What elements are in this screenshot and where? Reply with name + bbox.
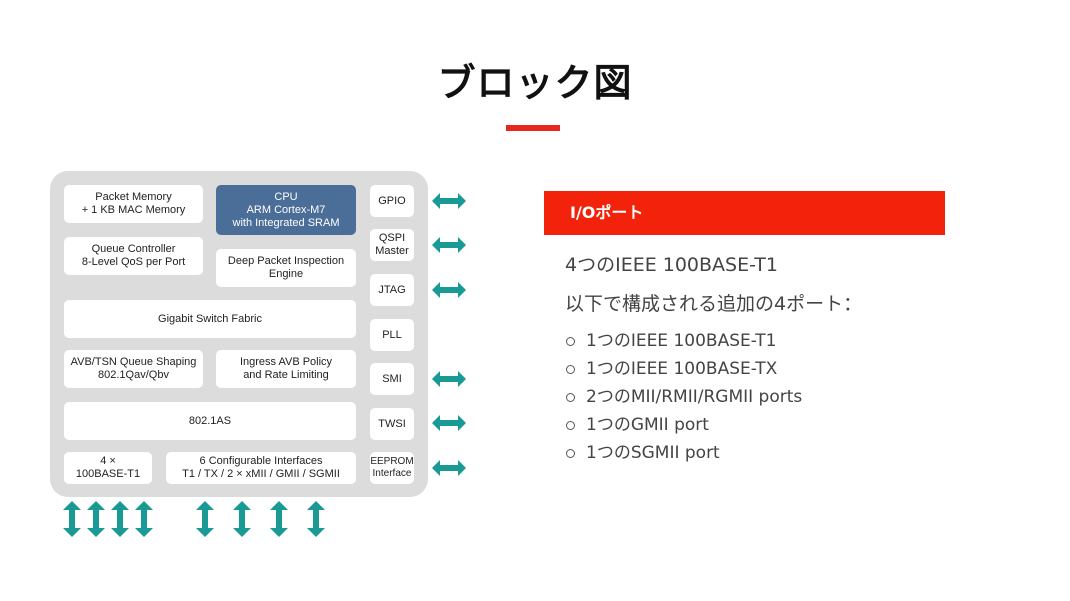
cpu-core: ARM Cortex-M7 xyxy=(246,203,326,216)
port-arrow-icon xyxy=(87,501,105,537)
qspi-label: QSPI xyxy=(378,232,406,244)
gpio-block: GPIO xyxy=(370,185,414,217)
list-item-text: 1つのIEEE 100BASE-TX xyxy=(586,359,778,379)
base-t1-label: 100BASE-T1 xyxy=(75,468,141,480)
port-arrow-icon xyxy=(307,501,325,537)
switch-fabric-block: Gigabit Switch Fabric xyxy=(64,300,356,338)
ingress-avb-label: Ingress AVB Policy xyxy=(239,356,333,368)
port-arrow-icon xyxy=(270,501,288,537)
eeprom-sub: Interface xyxy=(372,468,412,479)
list-item: 1つのIEEE 100BASE-T1 xyxy=(566,327,802,355)
802-1as-block: 802.1AS xyxy=(64,402,356,440)
base-t1-block: 4 ×100BASE-T1 xyxy=(64,452,152,484)
bullet-icon xyxy=(566,448,575,458)
list-item-text: 1つのGMII port xyxy=(586,415,709,435)
list-item: 1つのGMII port xyxy=(566,411,802,439)
queue-controller-label: Queue Controller xyxy=(91,243,176,255)
list-item: 2つのMII/RMII/RGMII ports xyxy=(566,383,802,411)
gpio-arrow-icon xyxy=(432,193,466,209)
packet-memory-block: Packet Memory+ 1 KB MAC Memory xyxy=(64,185,203,223)
io-header: I/Oポート xyxy=(544,191,945,235)
list-item-text: 1つのSGMII port xyxy=(586,443,720,463)
port-arrow-icon xyxy=(196,501,214,537)
io-line-1: 4つのIEEE 100BASE-T1 xyxy=(565,254,778,276)
qspi-arrow-icon xyxy=(432,237,466,253)
ingress-avb-sub: and Rate Limiting xyxy=(243,369,329,381)
io-line-2: 以下で構成される追加の4ポート： xyxy=(565,293,863,315)
port-arrow-icon xyxy=(135,501,153,537)
eeprom-label: EEPROM xyxy=(370,456,414,467)
list-item: 1つのIEEE 100BASE-TX xyxy=(566,355,802,383)
port-arrow-icon xyxy=(63,501,81,537)
jtag-arrow-icon xyxy=(432,282,466,298)
list-item-text: 1つのIEEE 100BASE-T1 xyxy=(586,331,777,351)
eeprom-arrow-icon xyxy=(432,460,466,476)
list-item: 1つのSGMII port xyxy=(566,439,802,467)
queue-controller-sub: 8-Level QoS per Port xyxy=(81,256,186,268)
smi-block: SMI xyxy=(370,363,414,395)
port-arrow-icon xyxy=(111,501,129,537)
switch-fabric-label: Gigabit Switch Fabric xyxy=(158,312,262,325)
packet-memory-sub: + 1 KB MAC Memory xyxy=(81,204,186,216)
bullet-icon xyxy=(566,336,575,346)
configurable-label: 6 Configurable Interfaces xyxy=(199,455,323,467)
packet-memory-label: Packet Memory xyxy=(95,191,172,203)
base-t1-count: 4 × xyxy=(100,455,116,467)
cpu-label: CPU xyxy=(274,190,298,203)
gpio-label: GPIO xyxy=(378,194,406,207)
list-item-text: 2つのMII/RMII/RGMII ports xyxy=(586,387,803,407)
qspi-sub: Master xyxy=(375,245,409,257)
smi-label: SMI xyxy=(382,372,402,385)
io-list: 1つのIEEE 100BASE-T1 1つのIEEE 100BASE-TX 2つ… xyxy=(566,327,802,467)
twsi-arrow-icon xyxy=(432,415,466,431)
twsi-block: TWSI xyxy=(370,408,414,440)
avb-tsn-label: AVB/TSN Queue Shaping xyxy=(70,356,197,368)
jtag-block: JTAG xyxy=(370,274,414,306)
bullet-icon xyxy=(566,420,575,430)
cpu-sram: with Integrated SRAM xyxy=(232,216,340,229)
bullet-icon xyxy=(566,364,575,374)
twsi-label: TWSI xyxy=(378,417,406,430)
avb-tsn-sub: 802.1Qav/Qbv xyxy=(98,369,169,381)
title-underline xyxy=(506,125,560,131)
802-1as-label: 802.1AS xyxy=(188,414,232,427)
bullet-icon xyxy=(566,392,575,402)
slide-title: ブロック図 xyxy=(437,61,633,105)
dpi-sub: Engine xyxy=(268,268,304,280)
port-arrow-icon xyxy=(233,501,251,537)
dpi-label: Deep Packet Inspection xyxy=(227,255,345,267)
configurable-sub: T1 / TX / 2 × xMII / GMII / SGMII xyxy=(182,468,340,480)
pll-block: PLL xyxy=(370,319,414,351)
pll-label: PLL xyxy=(382,328,402,341)
smi-arrow-icon xyxy=(432,371,466,387)
jtag-label: JTAG xyxy=(378,283,406,296)
